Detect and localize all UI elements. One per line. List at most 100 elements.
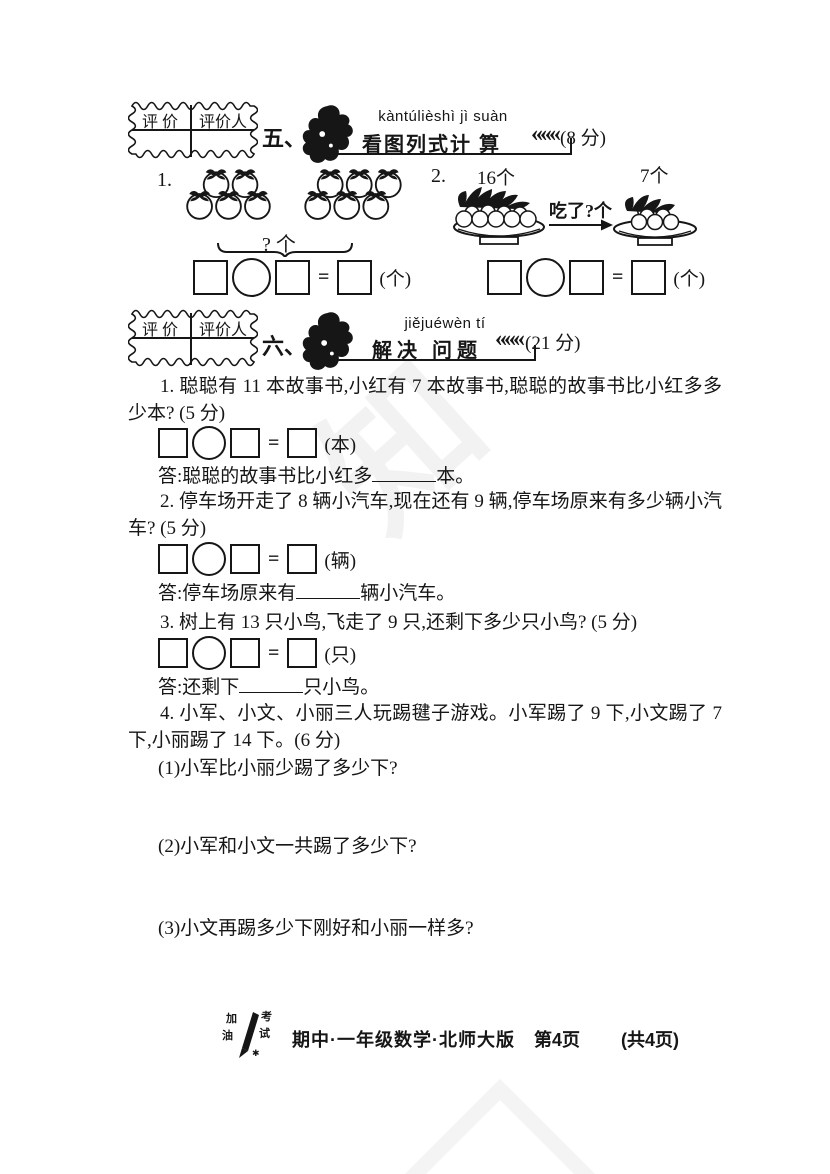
- answer-blank[interactable]: [296, 579, 361, 599]
- equation-operator-circle[interactable]: [526, 258, 565, 297]
- equation-box-1[interactable]: [158, 544, 188, 574]
- fruit-plate-small: [613, 195, 697, 246]
- answer-suffix: 只小鸟。: [303, 677, 380, 698]
- plate-right-count-label: 7个: [640, 166, 669, 187]
- equation-box-1[interactable]: [158, 638, 188, 668]
- equation-box-2[interactable]: [230, 544, 260, 574]
- equation-operator-circle[interactable]: [192, 542, 226, 576]
- equals-sign: =: [268, 431, 280, 454]
- answer-suffix: 辆小汽车。: [360, 583, 456, 604]
- footer-logo-char: 油: [222, 1030, 233, 1042]
- equals-sign: =: [318, 266, 330, 288]
- s6-q1-answer-line: 答:聪聪的故事书比小红多 本。: [158, 461, 474, 488]
- answer-blank[interactable]: [372, 462, 437, 482]
- equation-unit: (个): [673, 269, 706, 290]
- equation-operator-circle[interactable]: [192, 426, 226, 460]
- pencil-icon: [239, 1012, 259, 1058]
- triple-chevron-icon: «««: [495, 326, 525, 352]
- eval-box-vertical-divider: [190, 105, 192, 157]
- equation-answer-box[interactable]: [287, 544, 318, 574]
- answer-prefix: 答:还剩下: [158, 677, 240, 698]
- eval-box-horizontal-divider: [132, 129, 254, 131]
- equation-box-1[interactable]: [193, 260, 228, 295]
- s6-q1-text: 1. 聪聪有 11 本故事书,小红有 7 本故事书,聪聪的故事书比小红多多少本?…: [128, 376, 722, 424]
- wavy-border: [128, 309, 258, 367]
- equation-operator-circle[interactable]: [192, 636, 226, 670]
- equation-box-2[interactable]: [275, 260, 310, 295]
- answer-blank[interactable]: [239, 673, 304, 693]
- s6-q2-equation-row: = (辆): [158, 542, 356, 576]
- evaluator-label: 评价人: [198, 322, 247, 339]
- equation-answer-box[interactable]: [287, 428, 318, 458]
- equation-answer-box[interactable]: [631, 260, 667, 295]
- s6-q4-sub2: (2)小军和小文一共踢了多少下?: [158, 836, 417, 857]
- eaten-question-label: 吃了?个: [549, 201, 612, 221]
- watermark-diamond-shape: [386, 1078, 614, 1174]
- evaluation-box-section6: 评 价 评价人: [128, 308, 258, 370]
- equation-answer-box[interactable]: [287, 638, 318, 668]
- equals-sign: =: [268, 547, 280, 570]
- eval-label: 评 价: [141, 322, 178, 339]
- fruit-plate-large: [453, 187, 545, 245]
- evaluation-box-section5: 评 价 评价人: [128, 100, 258, 162]
- s6-q1-equation-row: = (本): [158, 426, 356, 460]
- footer-logo-star: ✱: [252, 1048, 260, 1058]
- equation-box-2[interactable]: [230, 638, 260, 668]
- equals-sign: =: [268, 641, 280, 664]
- footer-logo-char: 考: [261, 1011, 272, 1023]
- s5-q1-number: 1.: [157, 169, 172, 191]
- answer-prefix: 答:停车场原来有: [158, 583, 297, 604]
- eval-label: 评 价: [141, 114, 178, 131]
- s6-q3-answer-line: 答:还剩下 只小鸟。: [158, 672, 379, 699]
- s6-q4-sub1: (1)小军比小丽少踢了多少下?: [158, 758, 398, 779]
- equation-unit: (辆): [324, 550, 357, 572]
- brace-question-label: ? 个: [262, 234, 296, 256]
- persimmon-group-right: [304, 168, 402, 220]
- wavy-border: [128, 101, 258, 159]
- footer-text: 期中·一年级数学·北师大版 第4页 (共4页): [292, 1026, 679, 1052]
- footer-page-number: 第4页: [534, 1030, 581, 1050]
- eval-box-vertical-divider: [190, 313, 192, 365]
- section5-number: 五、: [262, 126, 307, 151]
- equation-box-2[interactable]: [230, 428, 260, 458]
- s6-q4-sub3: (3)小文再踢多少下刚好和小丽一样多?: [158, 918, 474, 939]
- footer-logo-char: 试: [259, 1028, 270, 1040]
- equals-sign: =: [612, 266, 624, 288]
- s6-q2-answer-line: 答:停车场原来有 辆小汽车。: [158, 578, 455, 605]
- s6-q3-equation-row: = (只): [158, 636, 356, 670]
- answer-prefix: 答:聪聪的故事书比小红多: [158, 466, 373, 487]
- curly-brace: [217, 242, 353, 257]
- ink-splash-icon: [302, 105, 353, 163]
- equation-operator-circle[interactable]: [232, 258, 271, 297]
- s6-q4-text: 4. 小军、小文、小丽三人玩踢毽子游戏。小军踢了 9 下,小文踢了 7 下,小丽…: [128, 703, 722, 751]
- footer-total-pages: (共4页): [621, 1030, 680, 1050]
- equation-unit: (只): [324, 644, 357, 666]
- equation-box-1[interactable]: [158, 428, 188, 458]
- section6-title: 解决 问题: [372, 340, 482, 362]
- section5-title: 看图列式计 算: [362, 134, 501, 156]
- footer-title: 期中·一年级数学·北师大版: [292, 1030, 515, 1050]
- ink-splash-icon: [302, 312, 353, 370]
- section6-connector-line: [324, 345, 536, 361]
- evaluator-label: 评价人: [198, 114, 247, 131]
- s6-q3-text: 3. 树上有 13 只小鸟,飞走了 9 只,还剩下多少只小鸟? (5 分): [160, 612, 638, 633]
- answer-suffix: 本。: [436, 466, 475, 487]
- section5-connector-line: [324, 138, 572, 155]
- section5-pinyin: kàntúlièshì jì suàn: [378, 108, 508, 125]
- equation-unit: (本): [324, 434, 357, 456]
- equation-box-1[interactable]: [487, 260, 522, 295]
- footer-logo-char: 加: [226, 1013, 237, 1025]
- section6-pinyin: jiějuéwèn tí: [404, 315, 486, 332]
- s6-q2-text: 2. 停车场开走了 8 辆小汽车,现在还有 9 辆,停车场原来有多少辆小汽车? …: [128, 491, 722, 539]
- eval-box-horizontal-divider: [132, 337, 254, 339]
- right-arrow-icon: [549, 219, 613, 231]
- s5-q2-equation-row: = (个): [487, 258, 705, 297]
- equation-box-2[interactable]: [569, 260, 604, 295]
- section6-number: 六、: [262, 334, 307, 359]
- s5-q2-number: 2.: [431, 165, 446, 187]
- persimmon-group-left: [186, 168, 271, 220]
- section5-score: (8 分): [560, 128, 606, 149]
- equation-answer-box[interactable]: [337, 260, 373, 295]
- section6-score: (21 分): [525, 333, 581, 354]
